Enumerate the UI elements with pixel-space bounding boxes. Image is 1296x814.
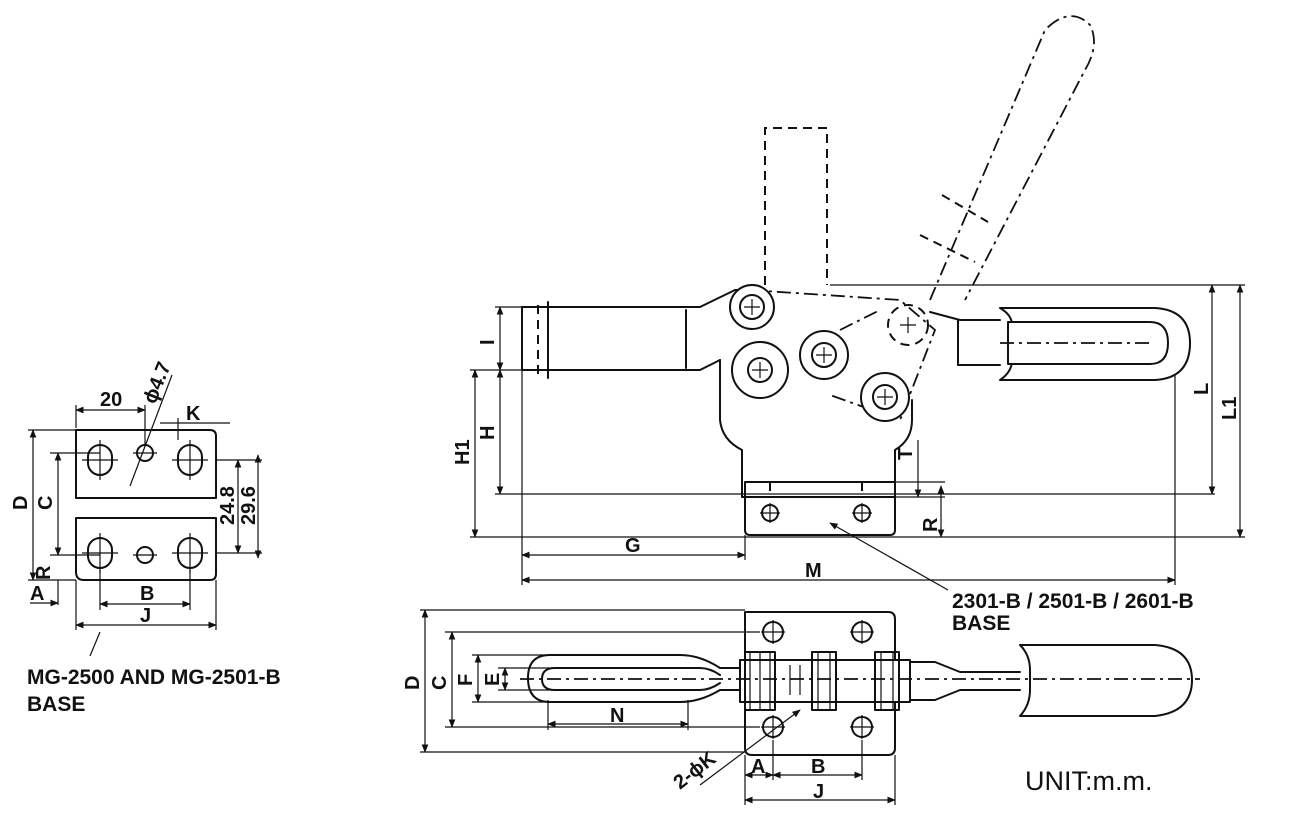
base-slot-hole — [82, 440, 118, 480]
dim-label-m: M — [805, 560, 822, 582]
dim-label-r: R — [33, 565, 55, 580]
dim-label-hole-diameter: ϕ4.7 — [139, 359, 175, 407]
dim-label-i: I — [477, 339, 499, 345]
dim-label-d: D — [402, 676, 424, 690]
dim-label-j: J — [140, 605, 151, 627]
dim-label-t: T — [895, 448, 917, 460]
dim-label-k: K — [186, 403, 201, 425]
clamp-side-view: I H H1 T R G M L L1 2301-B / 2501-B / 26… — [452, 15, 1245, 635]
dim-label-f: F — [455, 674, 477, 686]
dim-label-d: D — [10, 496, 32, 510]
clamp-top-view: D C F E N 2-ϕK A B J — [402, 609, 1200, 805]
dim-label-h1: H1 — [452, 439, 474, 465]
pivot-bolt — [799, 330, 849, 380]
unit-label: UNIT:m.m. — [1025, 766, 1153, 796]
small-base-caption: MG-2500 AND MG-2501-B — [27, 666, 281, 689]
base-b-caption-base: BASE — [952, 612, 1010, 635]
dim-label-h: H — [477, 426, 499, 440]
small-base-view: 20 ϕ4.7 K D C 24.8 29.6 R A B J MG-2500 … — [10, 359, 281, 716]
dim-label-n: N — [610, 705, 624, 727]
dim-label-l1: L1 — [1219, 397, 1241, 420]
pivot-bolt — [860, 372, 910, 422]
dim-label-r: R — [920, 517, 942, 532]
pivot-bolt — [731, 341, 789, 399]
dim-label-a: A — [30, 583, 44, 605]
mounting-hole — [761, 715, 785, 739]
base-slot-hole — [172, 533, 208, 573]
dim-label-c: C — [35, 496, 57, 510]
dim-label-24-8: 24.8 — [217, 486, 239, 525]
dim-label-b: B — [811, 756, 825, 778]
small-base-caption-base: BASE — [27, 693, 85, 716]
dim-label-20: 20 — [100, 389, 122, 411]
mounting-hole — [850, 715, 874, 739]
base-slot-hole — [172, 440, 208, 480]
mounting-hole — [850, 620, 874, 644]
dim-label-a: A — [751, 756, 765, 778]
base-slot-hole — [82, 533, 118, 573]
dim-label-c: C — [429, 676, 451, 690]
dim-label-b: B — [140, 583, 154, 605]
mounting-hole — [761, 620, 785, 644]
dim-label-j: J — [813, 781, 824, 803]
pivot-bolt — [729, 284, 775, 330]
dim-label-29-6: 29.6 — [238, 486, 260, 525]
dim-label-l: L — [1191, 383, 1213, 395]
dim-label-hole-k: 2-ϕK — [670, 747, 721, 794]
dim-label-g: G — [625, 535, 641, 557]
base-b-caption: 2301-B / 2501-B / 2601-B — [952, 590, 1194, 613]
pivot-bolt — [887, 304, 929, 346]
dim-label-e: E — [482, 673, 504, 686]
